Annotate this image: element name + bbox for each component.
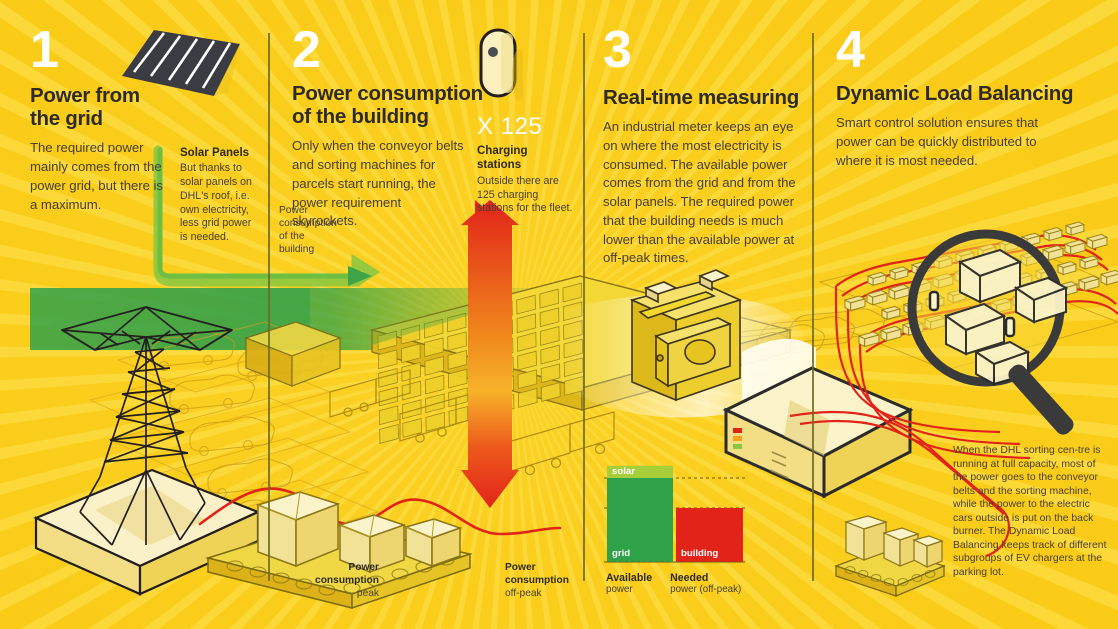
legend-available-sub: power bbox=[606, 584, 633, 595]
charging-stations-text: Outside there are 125 charging stations … bbox=[477, 174, 573, 215]
bar-chart-svg bbox=[604, 466, 746, 563]
bar-segment-grid bbox=[607, 478, 673, 562]
panel-1-title-line-2: the grid bbox=[30, 107, 103, 131]
cap1-l2: consumption bbox=[279, 217, 337, 229]
charging-station-icon bbox=[479, 28, 523, 101]
cap3-l2: consumption bbox=[505, 574, 569, 586]
conveyor-parcels-bottom-right bbox=[834, 515, 946, 597]
panel-divider-3 bbox=[812, 33, 814, 581]
chart-legend: Available power Needed power (off-peak) bbox=[606, 572, 741, 595]
bar-label-solar: solar bbox=[612, 466, 635, 477]
panel-3: 3 Real-time measuring An industrial mete… bbox=[603, 0, 803, 629]
panel-2-body: Only when the conveyor belts and sorting… bbox=[292, 138, 464, 229]
legend-needed-sub: power (off-peak) bbox=[670, 584, 742, 595]
cap2-l3: peak bbox=[356, 587, 379, 599]
panel-2-title-line-1: Power consumption bbox=[292, 82, 483, 105]
cap3-l1: Power bbox=[505, 562, 536, 573]
bar-segment-solar bbox=[607, 466, 673, 478]
panel-4-body: Smart control solution ensures that powe… bbox=[836, 115, 1039, 168]
panel-divider-1 bbox=[268, 33, 270, 581]
cap3-l3: off-peak bbox=[505, 587, 542, 599]
cap1-l4: building bbox=[279, 243, 315, 255]
caption-power-consumption-offpeak: Power consumption off-peak bbox=[505, 562, 585, 601]
conveyor-parcels-center bbox=[205, 491, 473, 610]
charging-stations-heading: Charging stations bbox=[477, 145, 528, 172]
green-energy-arrow bbox=[153, 145, 381, 287]
cap2-l1: Power bbox=[348, 562, 379, 573]
ev-parking-lot-illustration bbox=[789, 221, 1118, 558]
bar-label-grid: grid bbox=[612, 548, 631, 559]
panel-2-title-line-2: of the building bbox=[292, 105, 429, 129]
panel-1: 1 Power from the grid The required power… bbox=[30, 0, 258, 629]
power-consumption-curve bbox=[198, 487, 562, 536]
legend-available-heading: Available bbox=[606, 572, 653, 584]
panel-3-title-line-1: Real-time measuring bbox=[603, 86, 799, 109]
panel-4-number: 4 bbox=[836, 21, 865, 79]
caption-power-consumption-building: Power consumption of the building bbox=[279, 205, 349, 257]
bar-segment-building bbox=[676, 508, 743, 562]
panel-1-title-line-1: Power from bbox=[30, 84, 140, 107]
panel-2: 2 Power consumption of the building Only… bbox=[279, 0, 578, 629]
power-pylon-illustration bbox=[33, 306, 261, 596]
solar-panels-heading: Solar Panels bbox=[180, 147, 250, 159]
caption-power-consumption-peak: Power consumption peak bbox=[303, 562, 379, 601]
industrial-meter-illustration bbox=[629, 269, 743, 402]
panel-1-body: The required power mainly comes from the… bbox=[30, 140, 163, 212]
cap1-l3: of the bbox=[279, 230, 305, 242]
panel-divider-2 bbox=[583, 33, 585, 581]
charging-multiplier: X 125 bbox=[477, 113, 543, 140]
bar-label-building: building bbox=[681, 548, 719, 559]
panel-4-footnote: When the DHL sorting cen-tre is running … bbox=[953, 445, 1107, 578]
panel-1-number: 1 bbox=[30, 21, 59, 79]
cap1-l1: Power bbox=[279, 205, 308, 216]
panel-3-number: 3 bbox=[603, 21, 632, 79]
solar-panels-text: But thanks to solar panels on DHL's roof… bbox=[180, 162, 252, 244]
panel-3-body: An industrial meter keeps an eye on wher… bbox=[603, 119, 796, 266]
magnifying-glass-icon bbox=[907, 229, 1074, 435]
red-power-arrow bbox=[461, 200, 519, 508]
solar-panel-icon bbox=[122, 30, 240, 96]
legend-needed-heading: Needed bbox=[670, 572, 709, 584]
panel-4-title-line-1: Dynamic Load Balancing bbox=[836, 82, 1074, 105]
power-bar-chart: solar grid building bbox=[604, 466, 774, 574]
cap2-l2: consumption bbox=[315, 574, 379, 586]
panel-2-number: 2 bbox=[292, 21, 321, 79]
panel-4: 4 Dynamic Load Balancing Smart control s… bbox=[836, 0, 1086, 629]
